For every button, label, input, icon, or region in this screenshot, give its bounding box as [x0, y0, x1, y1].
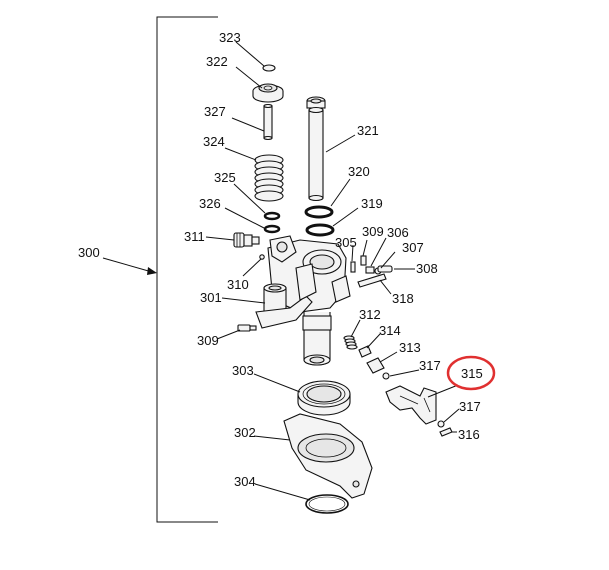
callout-322: 322	[206, 54, 228, 69]
part-318-shaft	[357, 273, 387, 288]
part-323-snap-ring	[262, 64, 276, 72]
part-321-piston-rod	[306, 96, 326, 202]
part-308-bolt	[377, 265, 393, 273]
callout-302: 302	[234, 425, 256, 440]
callout-301: 301	[200, 290, 222, 305]
highlight-circle-315	[446, 355, 496, 391]
part-322-spring-cap	[252, 83, 284, 103]
callout-325: 325	[214, 170, 236, 185]
callout-321: 321	[357, 123, 379, 138]
callout-313: 313	[399, 340, 421, 355]
callout-300: 300	[78, 245, 100, 260]
callout-labels: 323 322 327 324 325 326 311 310 301 309 …	[184, 30, 483, 489]
callout-303: 303	[232, 363, 254, 378]
part-309-screw-right	[360, 255, 367, 266]
callout-306: 306	[387, 225, 409, 240]
callout-326: 326	[199, 196, 221, 211]
callout-317-lower: 317	[459, 399, 481, 414]
callout-307: 307	[402, 240, 424, 255]
callout-312: 312	[359, 307, 381, 322]
callout-317-upper: 317	[419, 358, 441, 373]
callout-308: 308	[416, 261, 438, 276]
part-316-pin	[439, 427, 453, 437]
part-319-seal	[305, 223, 335, 237]
part-314-plug	[358, 345, 372, 358]
callout-310: 310	[227, 277, 249, 292]
part-327-pin	[263, 103, 273, 141]
leader-lines	[205, 41, 460, 501]
part-305-screw	[350, 261, 356, 273]
part-301-pump-body	[255, 235, 351, 366]
part-324-spring	[254, 154, 284, 202]
callout-327: 327	[204, 104, 226, 119]
part-317-washer-upper	[382, 372, 390, 380]
callout-318: 318	[392, 291, 414, 306]
part-313-piston	[366, 357, 385, 374]
callout-316: 316	[458, 427, 480, 442]
callout-309-left: 309	[197, 333, 219, 348]
assembly-bracket: 300	[78, 16, 218, 523]
callout-304: 304	[234, 474, 256, 489]
callout-319: 319	[361, 196, 383, 211]
part-309-screw-left	[237, 324, 257, 332]
callout-314: 314	[379, 323, 401, 338]
callout-309-right: 309	[362, 224, 384, 239]
part-310-ball	[259, 254, 265, 260]
part-326-oring	[263, 224, 281, 234]
part-312-spring	[343, 335, 358, 350]
part-304-ring	[305, 494, 349, 514]
part-306-pin	[365, 266, 375, 274]
callout-305: 305	[335, 235, 357, 250]
part-320-seal	[304, 205, 334, 219]
part-317-washer-lower	[437, 420, 445, 428]
callout-323: 323	[219, 30, 241, 45]
callout-315: 315	[461, 366, 483, 381]
part-325-oring	[263, 211, 281, 221]
part-302-base-plate	[283, 413, 373, 499]
callout-324: 324	[203, 134, 225, 149]
callout-320: 320	[348, 164, 370, 179]
part-315-lever-bracket	[385, 385, 437, 425]
part-311-valve-fitting	[233, 232, 260, 248]
part-303-bearing	[297, 380, 351, 416]
callout-311: 311	[184, 229, 205, 244]
